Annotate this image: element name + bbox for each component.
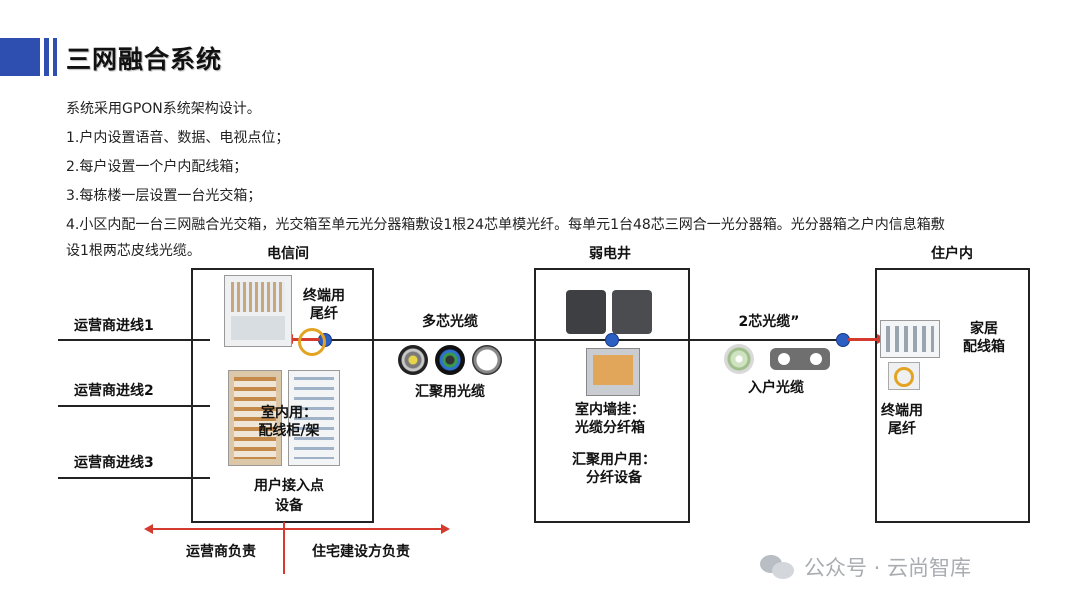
access-point-label-2: 设备 xyxy=(244,496,334,516)
wechat-icon xyxy=(760,553,796,579)
intro-line: 系统采用GPON系统架构设计。 xyxy=(66,98,261,118)
operator-line-2 xyxy=(58,405,210,407)
drop-cable-icons xyxy=(724,344,834,374)
intro-line: 4.小区内配一台三网融合光交箱，光交箱至单元光分器箱敷设1根24芯单模光纤。每单… xyxy=(66,214,945,234)
home-box-label-1: 家居 xyxy=(956,319,1012,339)
household-box xyxy=(875,268,1030,523)
drop-cable-label: 入户光缆 xyxy=(736,378,816,398)
developer-responsible-label: 住宅建设方负责 xyxy=(298,542,424,562)
room-title-weak-well: 弱电井 xyxy=(580,244,640,264)
home-box-label-2: 配线箱 xyxy=(956,337,1012,357)
odf-cabinet-image xyxy=(224,275,292,347)
responsibility-arrow-left xyxy=(144,524,153,534)
wall-mount-label-1: 室内墙挂： xyxy=(568,400,652,420)
intro-line: 1.户内设置语音、数据、电视点位； xyxy=(66,127,289,147)
aggregation-device-label-1: 汇聚用户用： xyxy=(566,450,662,470)
operator-line-label-2: 运营商进线2 xyxy=(74,381,154,401)
terminal-pigtail-label-2: 尾纤 xyxy=(296,304,352,324)
operator-line-label-3: 运营商进线3 xyxy=(74,453,154,473)
operator-line-1 xyxy=(58,339,210,341)
room-title-household: 住户内 xyxy=(922,244,982,264)
two-core-cable-label: 2芯光缆” xyxy=(724,312,814,332)
room-title-telecom: 电信间 xyxy=(258,244,318,264)
access-point-label-1: 用户接入点 xyxy=(244,476,334,496)
page-title: 三网融合系统 xyxy=(66,40,222,76)
responsibility-arrow-right xyxy=(441,524,450,534)
terminal-pigtail-label-1: 终端用 xyxy=(296,286,352,306)
operator-responsible-label: 运营商负责 xyxy=(176,542,266,562)
operator-line-label-1: 运营商进线1 xyxy=(74,316,154,336)
indoor-rack-label-2: 配线柜/架 xyxy=(254,421,324,441)
backbone-line xyxy=(322,339,858,341)
home-pigtail-image xyxy=(888,362,920,390)
aggregation-cable-label: 汇聚用光缆 xyxy=(404,382,496,402)
indoor-rack-label-1: 室内用： xyxy=(254,403,324,423)
splitter-box-image xyxy=(566,290,652,334)
pigtail-coil-image xyxy=(298,328,326,356)
intro-line: 2.每户设置一个户内配线箱； xyxy=(66,156,247,176)
cable-cross-section-icons xyxy=(398,345,502,375)
intro-line: 设1根两芯皮线光缆。 xyxy=(66,240,201,260)
responsibility-line xyxy=(150,528,442,530)
intro-line: 3.每栋楼一层设置一台光交箱； xyxy=(66,185,261,205)
operator-line-3 xyxy=(58,477,210,479)
wall-mount-label-2: 光缆分纤箱 xyxy=(568,418,652,438)
arrow-to-home-box xyxy=(848,338,878,341)
home-distribution-box-image xyxy=(880,320,940,358)
watermark-text: 公众号 · 云尚智库 xyxy=(804,552,971,582)
home-pigtail-label-1: 终端用 xyxy=(874,401,930,421)
responsibility-divider xyxy=(283,522,285,574)
multi-core-cable-label: 多芯光缆 xyxy=(410,312,490,332)
home-pigtail-label-2: 尾纤 xyxy=(874,419,930,439)
aggregation-device-label-2: 分纤设备 xyxy=(566,468,662,488)
node-weak-well xyxy=(605,333,619,347)
fiber-distribution-box-image xyxy=(586,348,640,396)
